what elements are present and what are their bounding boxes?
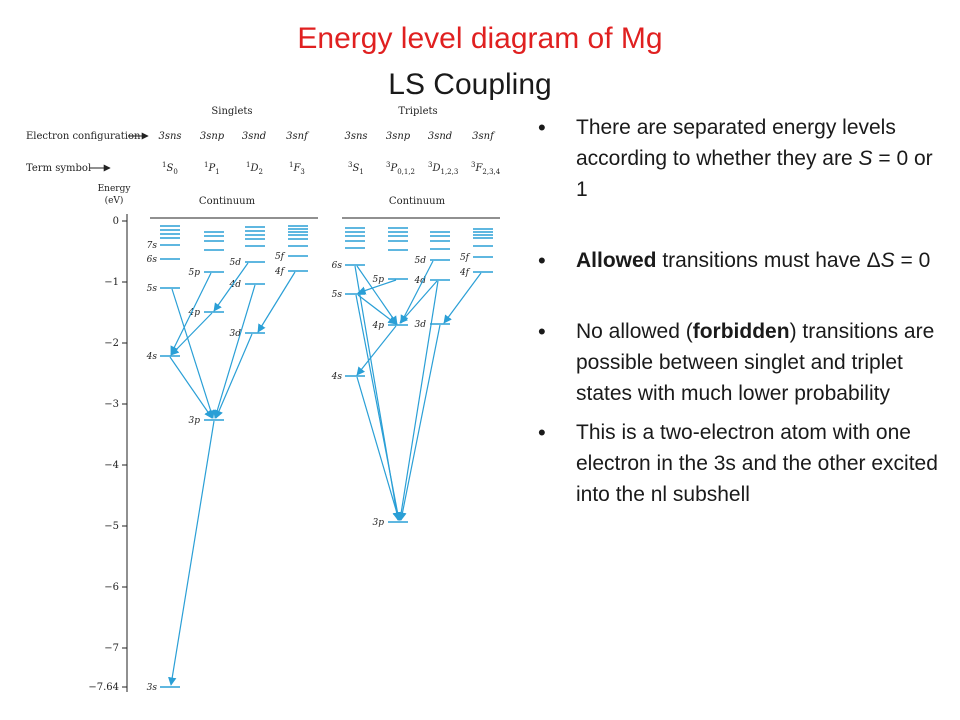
term-3F234: 3F2,3,4 [471,161,501,176]
lbl-7s: 7s [147,241,158,251]
lbl-3d: 3d [230,329,242,339]
bullet-two-electron-atom: This is a two-electron atom with one ele… [536,417,946,510]
tick-6: −6 [104,582,119,593]
term-symbols: 1S0 1P1 1D2 1F3 3S1 3P0,1,2 3D1,2,3 3F2,… [162,161,501,176]
term-3S1: 3S1 [348,161,364,176]
trans-t5s-4p [357,294,397,325]
continuum-label-singlets: Continuum [199,196,256,207]
lbl-4d: 4d [229,280,242,290]
trans-t5p-5s [357,279,397,295]
trans-3p-3s [168,420,215,686]
term-3D123: 3D1,2,3 [428,161,458,176]
lbl-t6s: 6s [332,261,343,271]
lbl-t5p: 5p [373,275,385,285]
singlet-config-f: 3snf [286,131,310,142]
lbl-6s: 6s [147,255,158,265]
lbl-5s: 5s [147,284,158,294]
bullet-spin-separation: There are separated energy levels accord… [536,112,946,205]
energy-tick-labels: 0 −1 −2 −3 −4 −5 −6 −7 −7.64 [88,216,119,693]
lbl-5f: 5f [275,252,286,262]
term-symbol-label: Term symbol [26,163,91,174]
singlet-config-d: 3snd [242,131,266,142]
trans-4d-3p [213,284,256,419]
trans-t4p-4s [356,325,397,376]
bullet-list: There are separated energy levels accord… [536,112,946,510]
term-1F3: 1F3 [289,161,305,176]
triplet-config-s: 3sns [344,131,367,142]
lbl-t5s: 5s [332,290,343,300]
tick-2: −2 [104,338,119,349]
continuum-label-triplets: Continuum [389,196,446,207]
singlet-transitions [168,262,296,686]
trans-5s-3p [171,288,215,419]
lbl-t4p: 4p [372,321,385,331]
term-1P1: 1P1 [204,161,220,176]
tick-5: −5 [104,521,119,532]
tick-7: −7 [104,643,119,654]
tick-4: −4 [104,460,119,471]
lbl-4s: 4s [146,352,158,362]
tick-3: −3 [104,399,119,410]
triplets-label: Triplets [398,106,437,117]
trans-3d-3p [215,333,253,419]
lbl-4f: 4f [274,267,286,277]
trans-5p-4s [170,272,212,355]
energy-ticks [122,220,127,688]
lbl-5d: 5d [230,258,242,268]
tick-0: 0 [113,216,119,227]
slide-title: Energy level diagram of Mg [297,22,663,55]
trans-t4d-4p [399,280,438,324]
triplet-transitions [354,260,482,521]
trans-t4f-3d [443,272,482,324]
tick-1: −1 [104,277,119,288]
trans-t3d-3p [398,324,441,521]
singlet-config-p: 3snp [200,131,225,142]
lbl-t3p: 3p [373,518,385,528]
level-lines [160,225,493,688]
lbl-4p: 4p [188,308,201,318]
lbl-t3d: 3d [415,320,427,330]
lbl-t5f: 5f [460,253,471,263]
energy-axis-label: Energy [98,184,132,194]
trans-5d-4p [213,262,249,312]
trans-4s-3p [169,356,213,419]
trans-t6s-4p [356,265,398,325]
trans-t5d-4p [400,260,434,324]
lbl-t4d: 4d [414,276,427,286]
energy-axis-unit: (eV) [105,195,124,206]
singlets-label: Singlets [211,106,252,117]
term-3P012: 3P0,1,2 [386,161,415,176]
trans-t4s-3p [356,376,401,521]
lbl-5p: 5p [189,268,201,278]
lbl-t4f: 4f [459,268,471,278]
triplet-config-f: 3snf [472,131,496,142]
electron-configuration-label: Electron configuration [26,131,141,142]
singlet-config-s: 3sns [158,131,181,142]
singlet-level-labels: 7s 6s 5s 4s 3s 5p 4p 3p 5d 4d 3d 5f 4f [146,241,286,693]
trans-t5s-3p [355,294,402,521]
trans-t4d-3p [397,280,439,521]
bullet-forbidden-transitions: No allowed (forbidden) transitions are p… [536,316,946,409]
triplet-level-labels: 6s 5s 4s 5p 4p 3p 5d 4d 3d 5f 4f [331,253,471,528]
lbl-3p: 3p [189,416,201,426]
bullet-allowed-transitions: Allowed transitions must have ΔS = 0 [536,245,946,276]
lbl-t5d: 5d [415,256,427,266]
slide-subtitle: LS Coupling [388,68,552,101]
term-1D2: 1D2 [246,161,263,176]
tick-764: −7.64 [88,682,119,693]
triplet-config-d: 3snd [428,131,452,142]
trans-4f-3d [257,271,296,333]
triplet-config-p: 3snp [386,131,411,142]
term-1S0: 1S0 [162,161,178,176]
lbl-t4s: 4s [331,372,343,382]
lbl-3s: 3s [147,683,158,693]
